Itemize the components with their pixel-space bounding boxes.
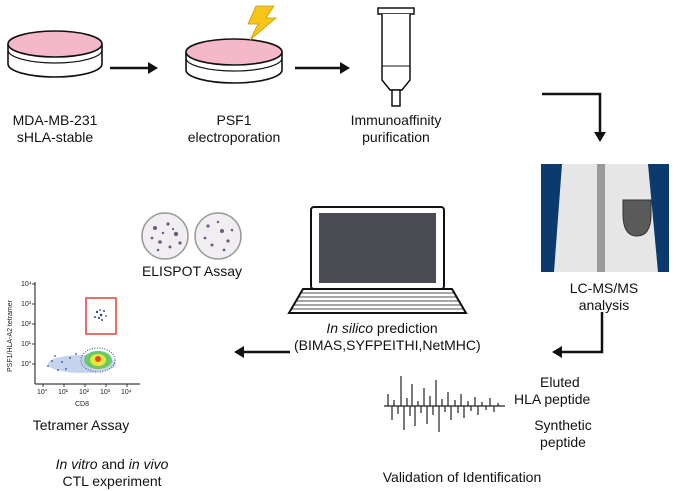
electroporation-text: electroporation bbox=[187, 129, 281, 145]
eluted-line1: Eluted bbox=[540, 374, 580, 390]
ctl-line1: In vitro and in vivo bbox=[30, 456, 194, 473]
lc-ms-instrument-icon bbox=[541, 164, 669, 272]
lightning-icon bbox=[247, 5, 278, 41]
x-tick-label: 10⁴ bbox=[121, 389, 132, 396]
elbow-arrow-icon bbox=[552, 312, 604, 358]
x-tick-label: 10¹ bbox=[58, 389, 69, 396]
synthetic-line2: peptide bbox=[540, 434, 586, 450]
purification-column-icon bbox=[377, 7, 415, 107]
purification-line1: Immunoaffinity bbox=[350, 112, 442, 128]
cell-population bbox=[48, 347, 116, 373]
cell-line-name: MDA-MB-231 bbox=[12, 112, 98, 128]
insilico-line1: In silico prediction bbox=[294, 320, 470, 337]
insilico-label: In silico prediction (BIMAS,SYFPEITHI,Ne… bbox=[294, 320, 481, 354]
synthetic-label: Synthetic peptide bbox=[518, 417, 608, 451]
ctl-mid: and bbox=[97, 456, 129, 472]
insilico-italic: In silico bbox=[326, 320, 374, 336]
x-tick-label: 10³ bbox=[100, 389, 111, 396]
y-tick-label: 10² bbox=[21, 321, 32, 328]
petri-dish-icon bbox=[185, 38, 283, 84]
purification-label: Immunoaffinity purification bbox=[340, 112, 452, 146]
elispot-label: ELISPOT Assay bbox=[141, 263, 243, 279]
petri-dish-icon bbox=[7, 30, 103, 78]
eluted-label: Eluted HLA peptide bbox=[514, 374, 610, 408]
arrow-icon bbox=[110, 62, 158, 74]
cell-line-desc: sHLA-stable bbox=[16, 129, 94, 145]
arrow-icon bbox=[234, 346, 290, 358]
cell-line-label: MDA-MB-231 sHLA-stable bbox=[5, 112, 105, 146]
gene-name: PSF1 bbox=[216, 112, 252, 128]
lcms-line2: analysis bbox=[578, 297, 630, 313]
ctl-line2: CTL experiment bbox=[62, 473, 162, 489]
elbow-arrow-icon bbox=[542, 92, 606, 142]
x-axis-label: CD8 bbox=[75, 401, 89, 408]
y-tick-label: 10³ bbox=[21, 301, 32, 308]
mass-spectrum-icon bbox=[384, 376, 505, 432]
lcms-label: LC-MS/MS analysis bbox=[554, 280, 654, 314]
y-tick-label: 10° bbox=[21, 360, 32, 368]
eluted-line2: HLA peptide bbox=[514, 391, 591, 407]
insilico-rest: prediction bbox=[373, 320, 438, 336]
elispot-well-icon bbox=[141, 212, 189, 260]
insilico-tools: (BIMAS,SYFPEITHI,NetMHC) bbox=[294, 337, 481, 353]
y-tick-label: 10⁴ bbox=[21, 281, 32, 288]
y-axis-label: PSF1/HLA-A2 tetramer bbox=[7, 299, 14, 372]
ctl-label: In vitro and in vivo CTL experiment bbox=[30, 456, 194, 490]
x-tick-label: 10² bbox=[79, 389, 90, 396]
purification-line2: purification bbox=[362, 129, 430, 145]
tetramer-label: Tetramer Assay bbox=[32, 417, 130, 433]
laptop-icon bbox=[287, 206, 468, 314]
electroporation-label: PSF1 electroporation bbox=[176, 112, 292, 146]
synthetic-line1: Synthetic bbox=[534, 417, 592, 433]
ctl-italic-1: In vitro bbox=[55, 456, 98, 472]
elispot-well-icon bbox=[194, 212, 242, 260]
y-tick-label: 10¹ bbox=[21, 341, 32, 348]
arrow-icon bbox=[295, 62, 350, 74]
x-tick-label: 10° bbox=[37, 388, 48, 396]
validation-label: Validation of Identification bbox=[382, 469, 542, 485]
ctl-italic-2: in vivo bbox=[128, 456, 169, 472]
tetramer-gate bbox=[85, 297, 117, 335]
tetramer-flow-plot: 10⁴ 10³ 10² 10¹ 10° 10° 10¹ 10² 10³ 10⁴ … bbox=[7, 281, 140, 408]
lcms-line1: LC-MS/MS bbox=[569, 280, 639, 296]
